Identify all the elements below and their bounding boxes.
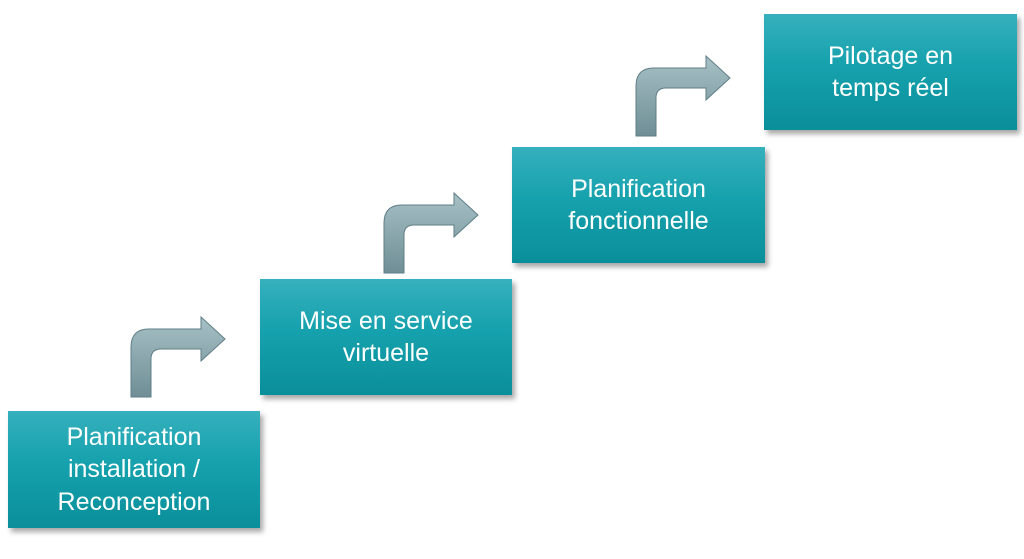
bent-up-right-arrow-icon xyxy=(635,54,731,137)
step-label-line: installation / xyxy=(67,455,200,484)
step-label: Planification installation / Reconceptio… xyxy=(58,421,211,519)
step-label-line: Planification xyxy=(66,422,202,451)
step-virtual-commissioning: Mise en service virtuelle xyxy=(260,279,512,395)
step-label-line: fonctionnelle xyxy=(568,207,709,235)
bent-up-right-arrow-icon xyxy=(383,191,479,274)
step-realtime-control: Pilotage en temps réel xyxy=(764,14,1017,130)
step-planning-installation: Planification installation / Reconceptio… xyxy=(8,411,260,528)
step-label: Mise en service virtuelle xyxy=(299,305,473,370)
step-label-line: Reconception xyxy=(57,487,211,516)
step-label-line: Pilotage en xyxy=(827,41,954,70)
step-functional-planning: Planification fonctionnelle xyxy=(512,147,765,263)
step-label-line: Mise en service xyxy=(299,306,473,335)
step-label-line: temps réel xyxy=(832,74,949,102)
step-label-line: virtuelle xyxy=(342,339,430,367)
bent-up-right-arrow-icon xyxy=(130,315,226,398)
step-label: Pilotage en temps réel xyxy=(828,40,953,105)
step-label-line: Planification xyxy=(571,174,706,203)
step-label: Planification fonctionnelle xyxy=(568,173,708,238)
